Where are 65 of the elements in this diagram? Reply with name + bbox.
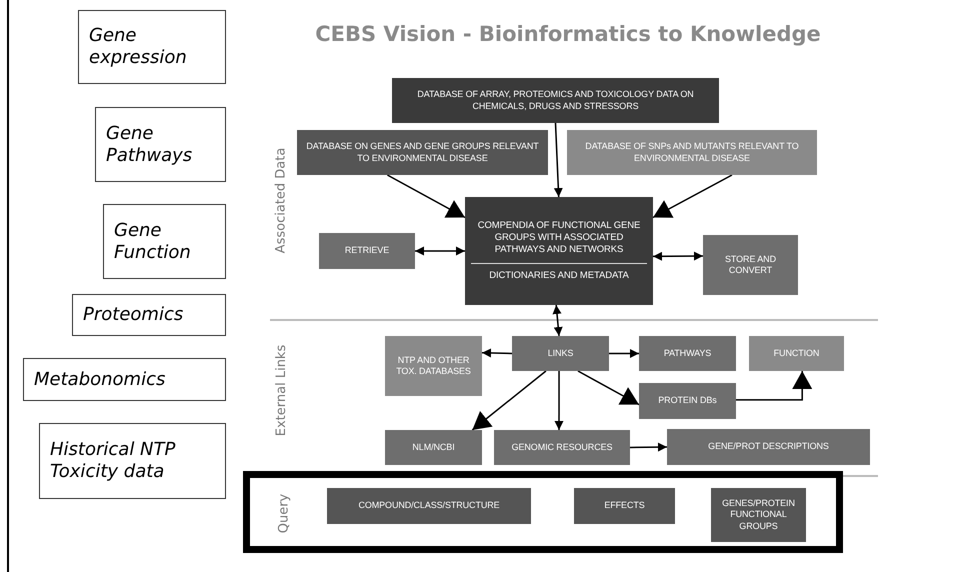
arrow: [552, 304, 563, 336]
topic-box: [23, 358, 226, 401]
topic-label: Gene expression: [89, 25, 188, 69]
query-panel: [243, 471, 843, 553]
arrow: [387, 174, 466, 218]
diagram-title: CEBS Vision - Bioinformatics to Knowledge: [314, 22, 822, 46]
arrow: [554, 122, 563, 198]
arrow: [609, 349, 639, 358]
box-label: GENE/PROT DESCRIPTIONS: [708, 441, 829, 453]
topic-box: [39, 423, 226, 499]
box-label: GENOMIC RESOURCES: [512, 442, 612, 454]
process-box: [297, 130, 548, 175]
topic-label: Gene Pathways: [106, 122, 194, 166]
box-label: PROTEIN DBs: [658, 395, 717, 407]
box-label: RETRIEVE: [344, 245, 390, 257]
arrow: [578, 370, 640, 406]
process-box: [385, 336, 482, 396]
box-label: NTP AND OTHER TOX. DATABASES: [395, 354, 472, 378]
process-box: [711, 488, 806, 542]
process-box: [703, 235, 798, 295]
process-box: [512, 336, 609, 371]
section-label: Query: [276, 494, 292, 534]
box-label: DATABASE OF SNPs AND MUTANTS RELEVANT TO ENVIRONMENTAL DISEASE: [584, 141, 800, 164]
topic-label: Metabonomics: [34, 368, 166, 390]
arrow: [554, 371, 564, 430]
box-label: PATHWAYS: [664, 348, 712, 360]
section-label: Associated Data: [273, 147, 288, 253]
box-label: LINKS: [548, 348, 574, 360]
arrow: [482, 348, 512, 358]
process-box: [392, 78, 719, 123]
arrow: [652, 174, 732, 218]
arrow: [472, 370, 546, 431]
box-label: GENES/PROTEIN FUNCTIONAL GROUPS: [721, 498, 796, 532]
box-label: FUNCTION: [774, 348, 820, 360]
process-box: [639, 336, 736, 371]
topic-label: Historical NTP Toxicity data: [50, 439, 176, 483]
arrow: [415, 246, 465, 256]
topic-box: [95, 107, 226, 182]
process-box: [494, 430, 630, 465]
process-box: [639, 383, 736, 419]
box-label: DATABASE ON GENES AND GENE GROUPS RELEVANT TO ENVIRONMENTAL DISEASE: [305, 141, 540, 164]
process-box: [567, 130, 817, 175]
box-label: EFFECTS: [604, 500, 645, 512]
process-box: [327, 488, 531, 524]
box-label: DICTIONARIES AND METADATA: [489, 270, 629, 282]
box-label: DATABASE OF ARRAY, PROTEOMICS AND TOXICOLOGY DATA ON CHEMICALS, DRUGS AND STRESSORS: [416, 89, 695, 112]
process-box: [465, 197, 653, 305]
box-label: STORE AND CONVERT: [724, 254, 777, 276]
topic-box: [72, 294, 226, 336]
process-box: [667, 429, 870, 465]
topic-box: [103, 204, 226, 279]
process-box: [574, 488, 675, 524]
topic-label: Gene Function: [114, 220, 192, 264]
topic-label: Proteomics: [83, 304, 184, 326]
section-label: External Links: [274, 344, 289, 436]
topic-box: [78, 10, 226, 84]
box-label: COMPENDIA OF FUNCTIONAL GENE GROUPS WITH ASSOCIATED PATHWAYS AND NETWORKS: [476, 220, 642, 256]
arrow: [653, 252, 703, 261]
box-label: NLM/NCBI: [412, 442, 455, 454]
box-label: COMPOUND/CLASS/STRUCTURE: [358, 500, 500, 512]
process-box: [319, 233, 415, 269]
arrow: [630, 442, 668, 452]
process-box: [749, 336, 844, 371]
process-box: [385, 430, 482, 465]
arrow: [736, 371, 812, 401]
